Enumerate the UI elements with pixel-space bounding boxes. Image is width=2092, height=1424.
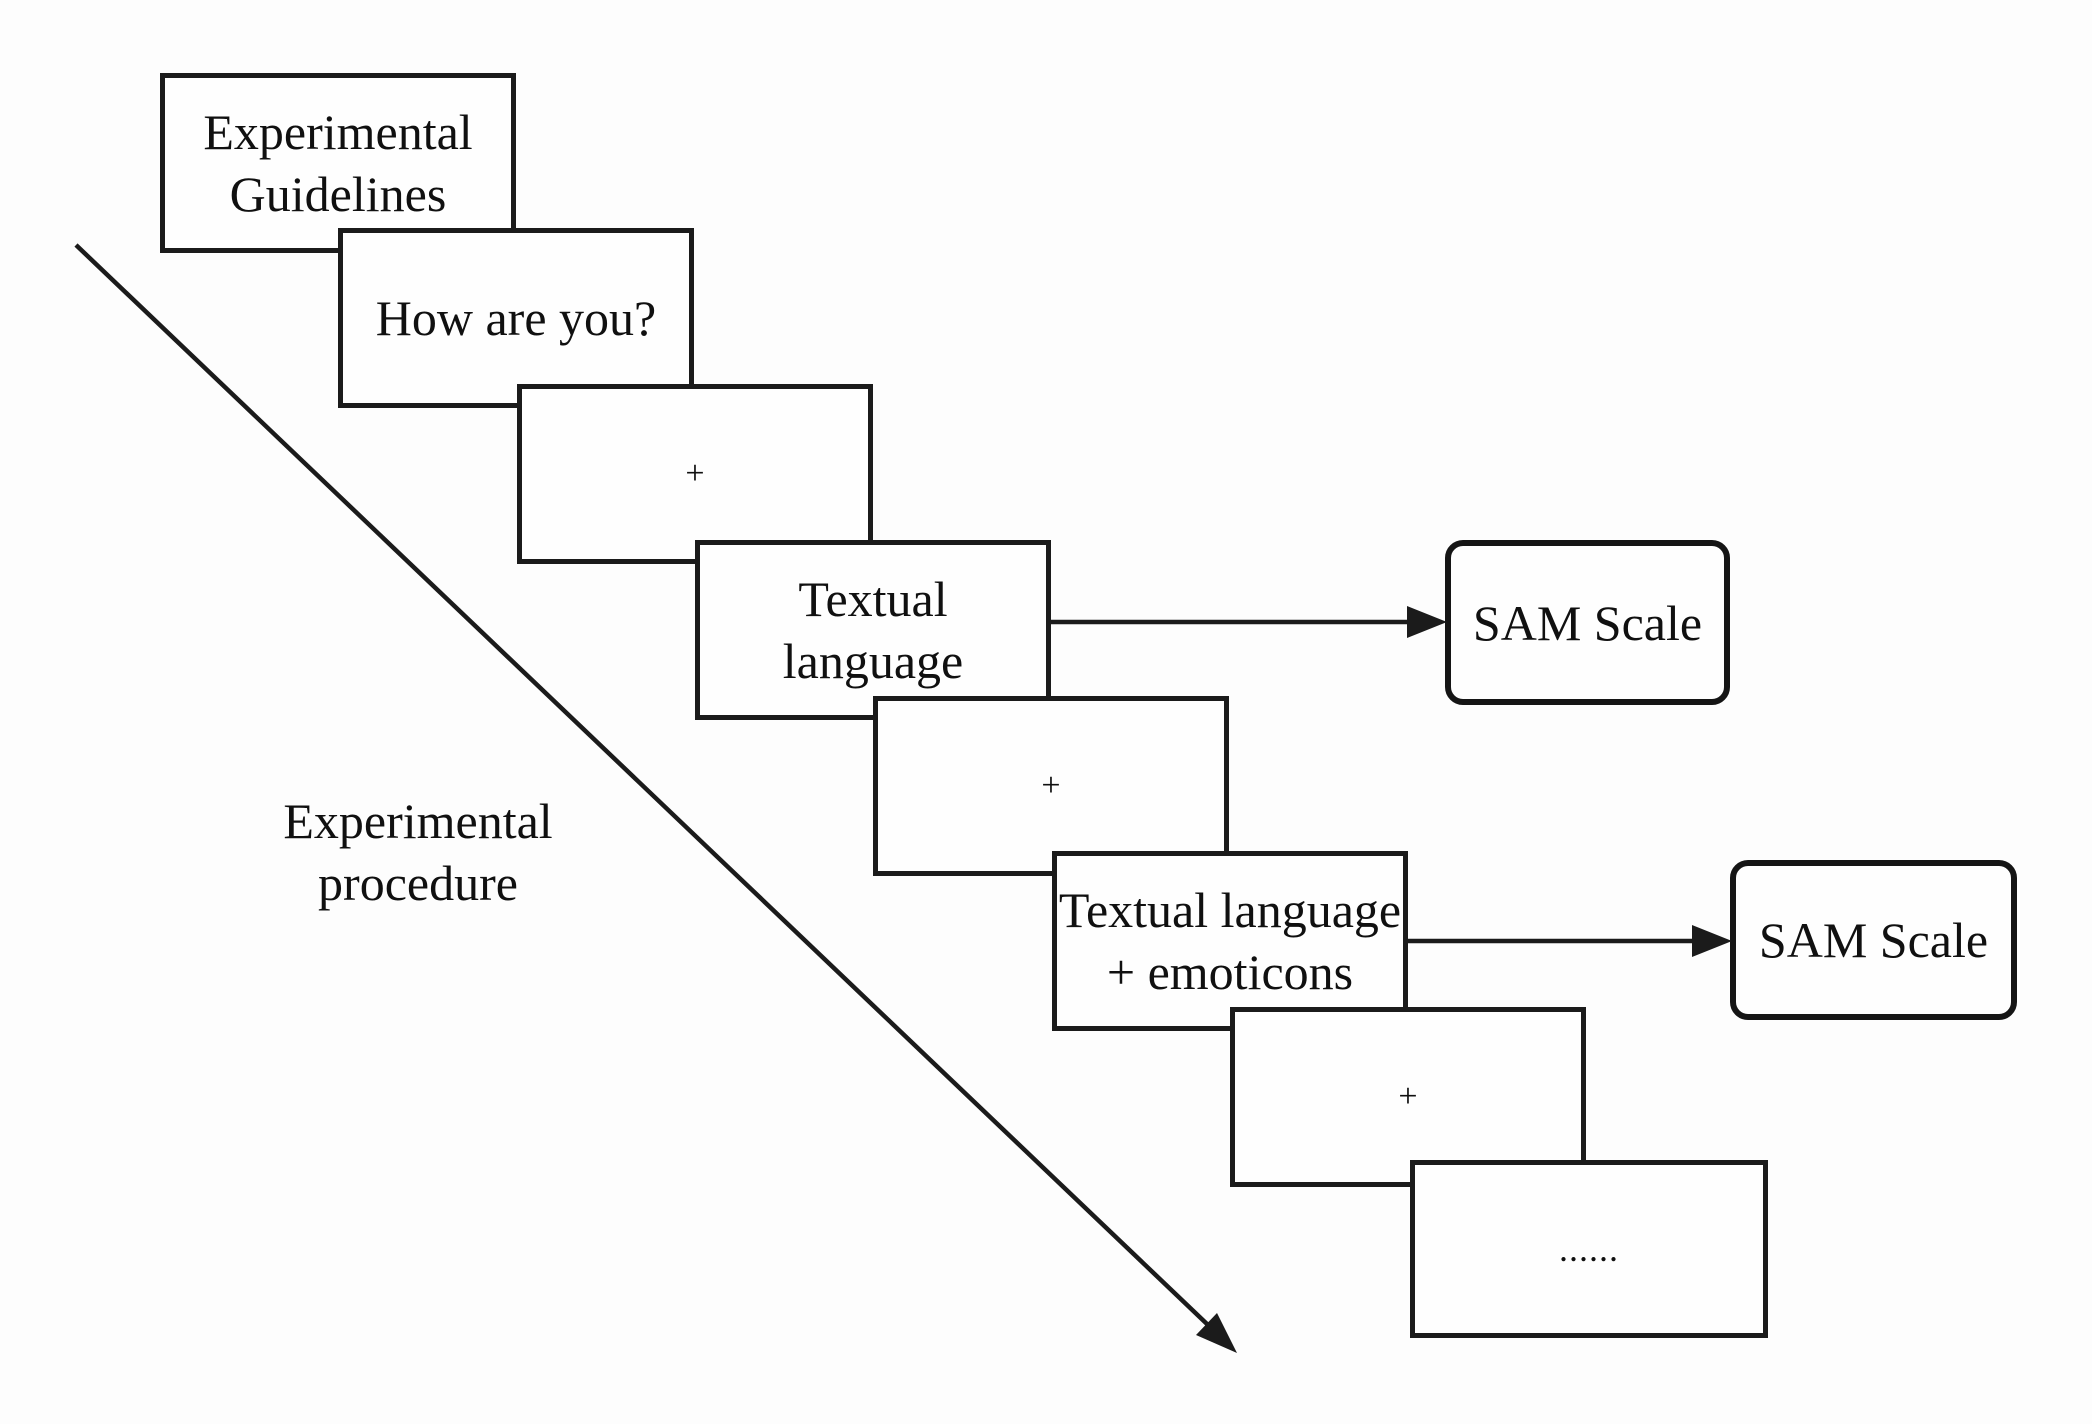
- screen-continuation-ellipsis: ......: [1410, 1160, 1768, 1338]
- screen-text-line: language: [782, 633, 964, 689]
- procedure-label-line: procedure: [318, 855, 518, 911]
- screen-fixation-cross-3: +: [1230, 1007, 1586, 1187]
- screen-fixation-cross-1: +: [517, 384, 873, 564]
- screen-greeting-stimulus: How are you?: [338, 228, 694, 408]
- procedure-label: Experimental procedure: [198, 790, 638, 914]
- screen-text-line: + emoticons: [1106, 944, 1354, 1000]
- screen-experimental-guidelines: Experimental Guidelines: [160, 73, 516, 253]
- sam-scale-label: SAM Scale: [1472, 594, 1703, 651]
- arrow-textual-language-to-sam-1: [1051, 606, 1447, 638]
- screen-text-line: Textual language: [1058, 882, 1402, 938]
- screen-text-line: How are you?: [375, 290, 657, 346]
- sam-scale-box-1: SAM Scale: [1445, 540, 1730, 705]
- fixation-cross: +: [1398, 1078, 1418, 1115]
- fixation-cross: +: [685, 455, 705, 492]
- sam-scale-label: SAM Scale: [1758, 912, 1989, 968]
- sam-scale-box-2: SAM Scale: [1730, 860, 2017, 1020]
- procedure-label-line: Experimental: [283, 793, 553, 849]
- ellipsis-text: ......: [1559, 1229, 1619, 1269]
- arrow-textual-language-emoticons-to-sam-2: [1408, 925, 1732, 957]
- screen-text-line: Experimental: [203, 104, 473, 160]
- fixation-cross: +: [1041, 767, 1061, 804]
- screen-text-line: Guidelines: [229, 166, 447, 222]
- screen-fixation-cross-2: +: [873, 696, 1229, 876]
- screen-textual-language-emoticons: Textual language + emoticons: [1052, 851, 1408, 1031]
- screen-textual-language: Textual language: [695, 540, 1051, 720]
- screen-text-line: Textual: [798, 571, 948, 627]
